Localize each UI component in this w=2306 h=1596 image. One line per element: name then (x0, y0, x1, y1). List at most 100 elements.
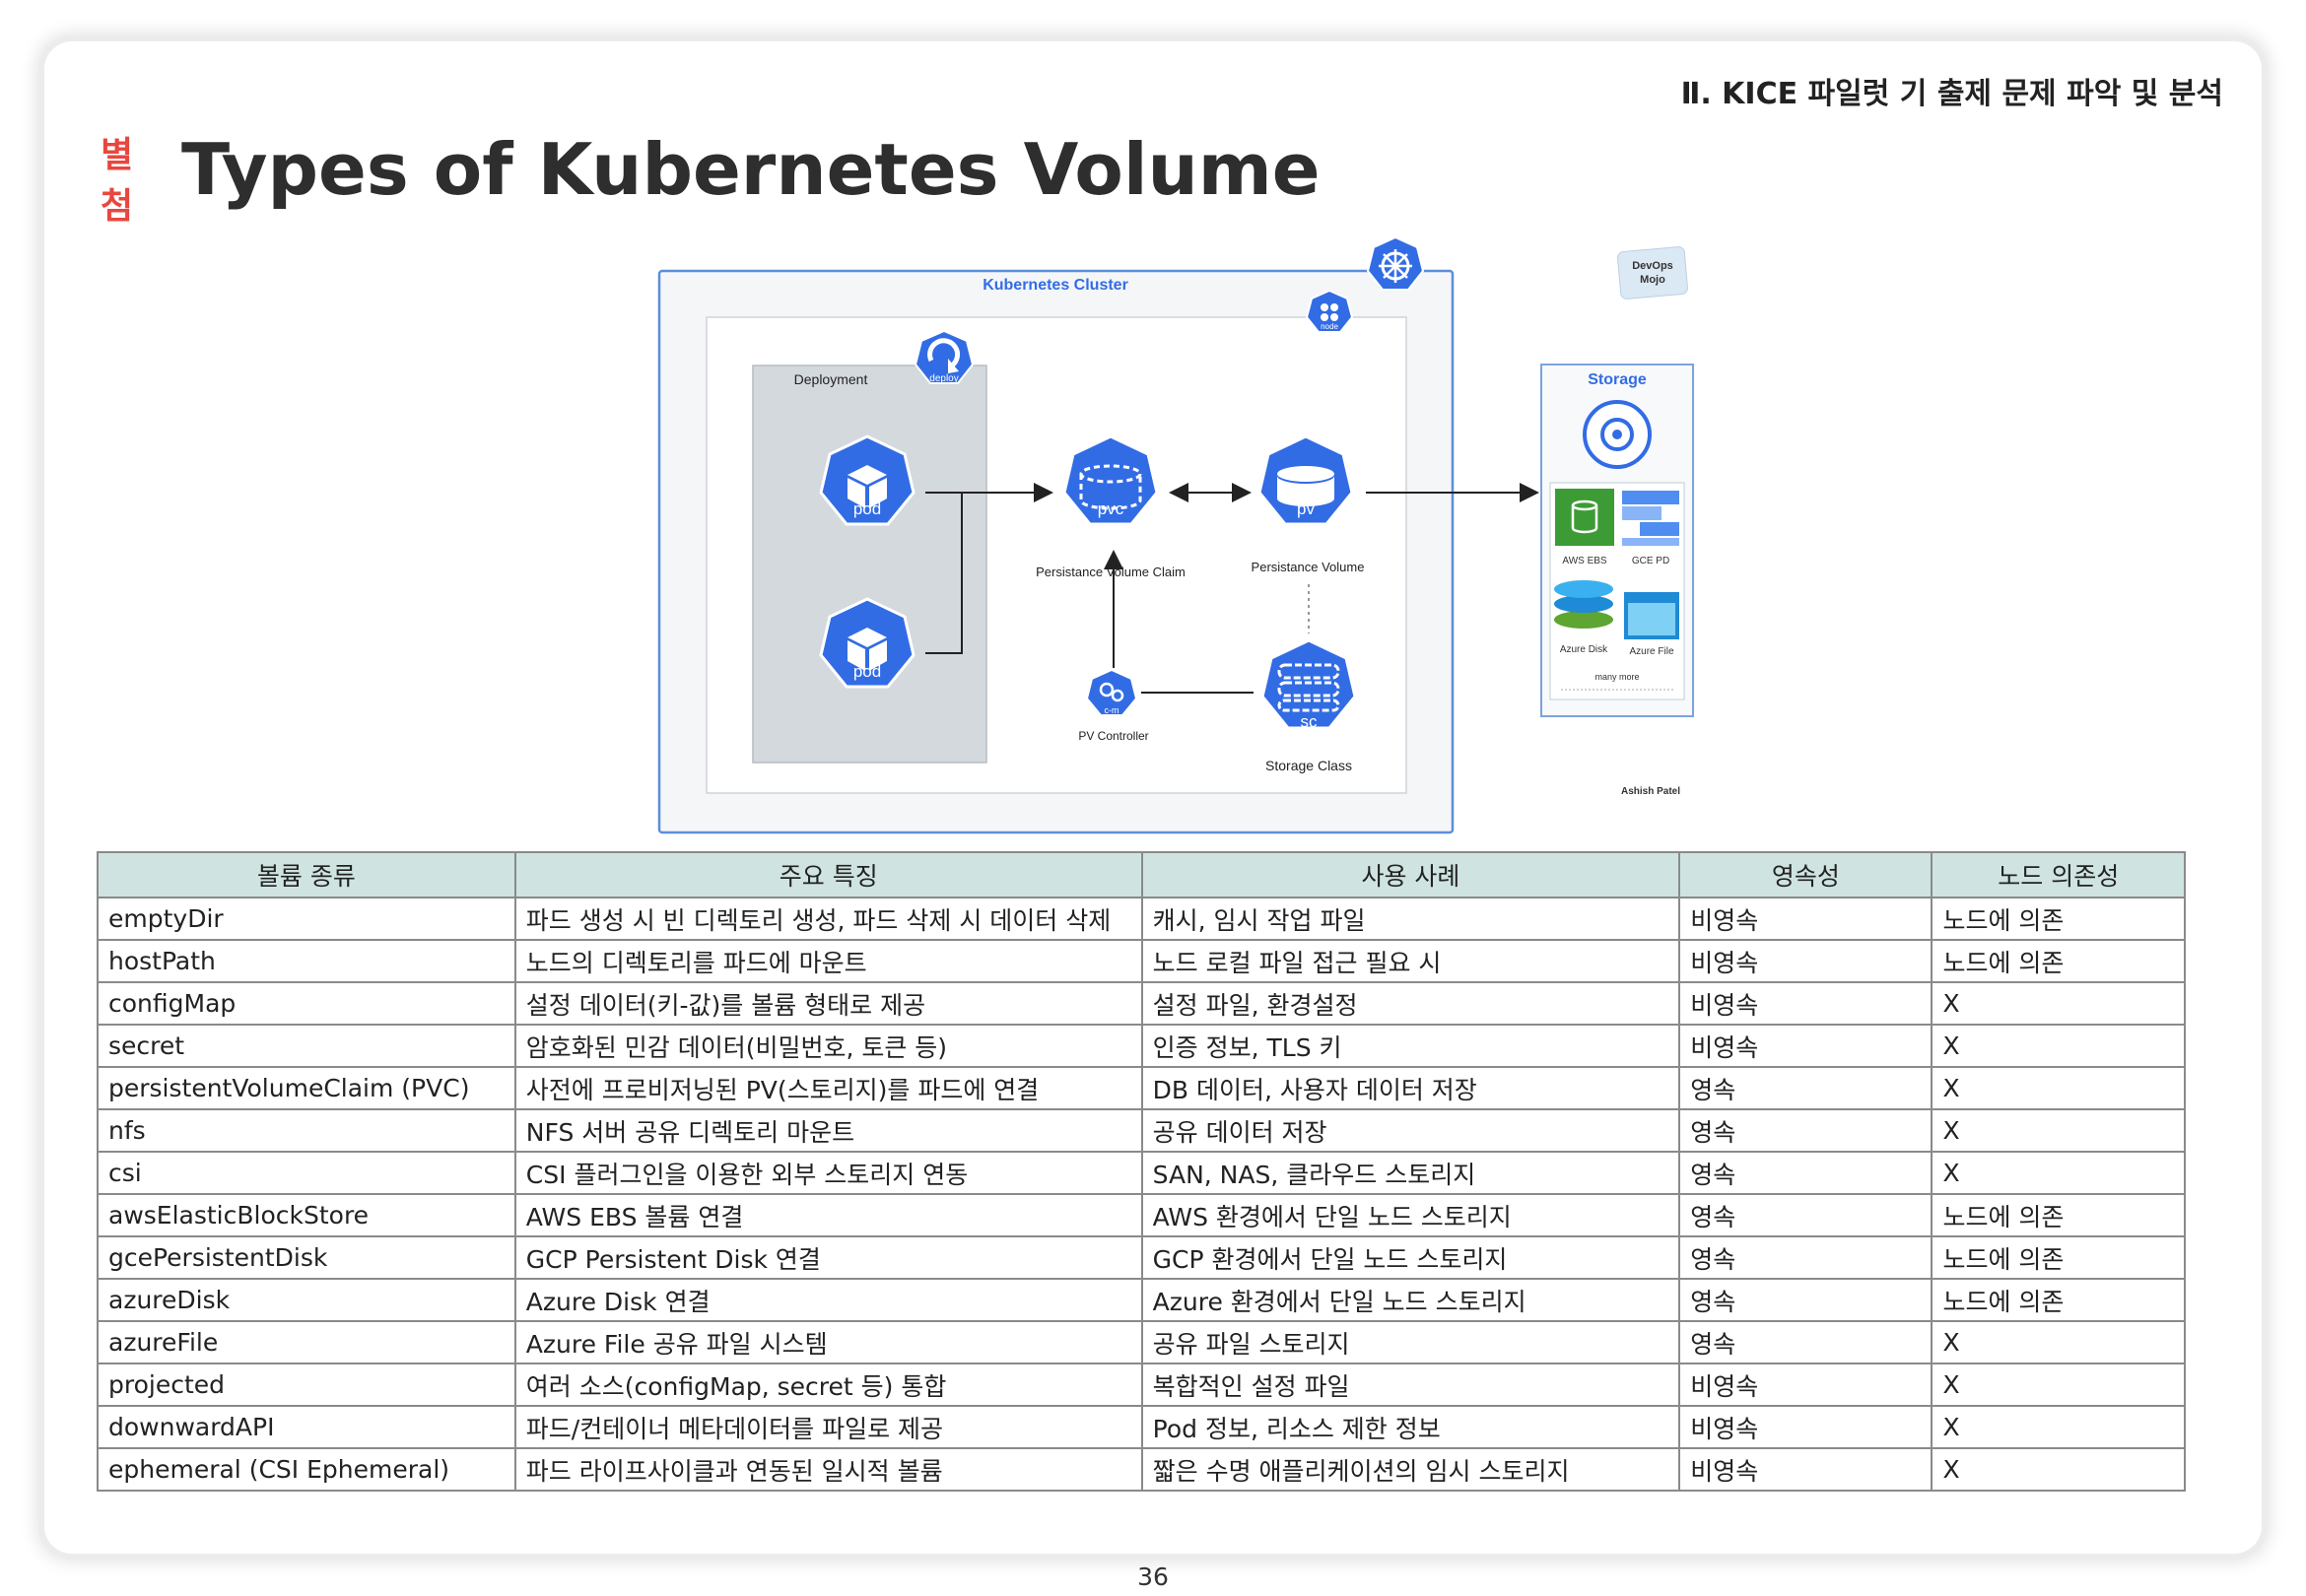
title-badge: 별첨 (101, 135, 134, 227)
cell-use-cases: DB 데이터, 사용자 데이터 저장 (1140, 1066, 1681, 1110)
cell-features: 암호화된 민감 데이터(비밀번호, 토큰 등) (513, 1024, 1143, 1068)
cell-features: Azure File 공유 파일 시스템 (513, 1320, 1143, 1364)
section-label: Ⅱ. KICE 파일럿 기 출제 문제 파악 및 분석 (1680, 77, 2223, 111)
gce-pd-icon (1622, 491, 1679, 546)
cell-volume-type: emptyDir (97, 897, 516, 941)
pvc-caption: Persistance Volume Claim (1036, 565, 1186, 579)
storage-title: Storage (1588, 371, 1647, 388)
cell-volume-type: ephemeral (CSI Ephemeral) (97, 1447, 516, 1492)
cell-use-cases: 노드 로컬 파일 접근 필요 시 (1140, 939, 1681, 983)
pod-icon: pod (819, 597, 916, 689)
cell-persistence: 영속 (1678, 1066, 1933, 1110)
cell-volume-type: csi (97, 1151, 516, 1195)
cell-use-cases: 공유 파일 스토리지 (1140, 1320, 1681, 1364)
azure-file-label: Azure File (1629, 646, 1673, 657)
header-volume-type: 볼륨 종류 (97, 851, 516, 898)
gce-pd-label: GCE PD (1632, 556, 1669, 566)
cell-use-cases: AWS 환경에서 단일 노드 스토리지 (1140, 1193, 1681, 1237)
cell-node-dependency: 노드에 의존 (1931, 939, 2186, 983)
cell-volume-type: projected (97, 1363, 516, 1407)
cell-node-dependency: X (1931, 1363, 2186, 1407)
cell-persistence: 비영속 (1678, 1447, 1933, 1492)
cell-features: 노드의 디렉토리를 파드에 마운트 (513, 939, 1143, 983)
header-use-cases: 사용 사례 (1140, 851, 1681, 898)
cell-volume-type: nfs (97, 1108, 516, 1153)
cell-features: NFS 서버 공유 디렉토리 마운트 (513, 1108, 1143, 1153)
cell-persistence: 영속 (1678, 1151, 1933, 1195)
cell-features: 설정 데이터(키-값)를 볼륨 형태로 제공 (513, 981, 1143, 1026)
cell-node-dependency: 노드에 의존 (1931, 1193, 2186, 1237)
table-row: projected 여러 소스(configMap, secret 등) 통합 … (97, 1363, 2186, 1407)
cell-persistence: 비영속 (1678, 1405, 1933, 1449)
cell-features: Azure Disk 연결 (513, 1278, 1143, 1322)
table-row: awsElasticBlockStore AWS EBS 볼륨 연결 AWS 환… (97, 1193, 2186, 1237)
header-persistence: 영속성 (1678, 851, 1933, 898)
cell-persistence: 비영속 (1678, 981, 1933, 1026)
table-row: secret 암호화된 민감 데이터(비밀번호, 토큰 등) 인증 정보, TL… (97, 1024, 2186, 1068)
sc-caption: Storage Class (1265, 758, 1352, 773)
cell-persistence: 영속 (1678, 1108, 1933, 1153)
cell-features: 파드 생성 시 빈 디렉토리 생성, 파드 삭제 시 데이터 삭제 (513, 897, 1143, 941)
sc-label: sc (1301, 712, 1319, 731)
node-icon-label: node (1321, 322, 1338, 331)
cell-features: 파드 라이프사이클과 연동된 일시적 볼륨 (513, 1447, 1143, 1492)
cell-persistence: 비영속 (1678, 1024, 1933, 1068)
cell-features: GCP Persistent Disk 연결 (513, 1235, 1143, 1280)
header-node-dependency: 노드 의존성 (1931, 851, 2186, 898)
cell-volume-type: awsElasticBlockStore (97, 1193, 516, 1237)
pv-controller-caption: PV Controller (1078, 729, 1148, 743)
page-number: 36 (1137, 1563, 1169, 1591)
table-row: emptyDir 파드 생성 시 빈 디렉토리 생성, 파드 삭제 시 데이터 … (97, 897, 2186, 941)
cell-persistence: 비영속 (1678, 897, 1933, 941)
cell-persistence: 비영속 (1678, 939, 1933, 983)
cell-node-dependency: 노드에 의존 (1931, 1278, 2186, 1322)
cell-volume-type: downwardAPI (97, 1405, 516, 1449)
pod-label: pod (853, 499, 881, 518)
azure-file-icon (1624, 592, 1679, 639)
cell-use-cases: SAN, NAS, 클라우드 스토리지 (1140, 1151, 1681, 1195)
pod-label: pod (853, 662, 881, 681)
cell-use-cases: Azure 환경에서 단일 노드 스토리지 (1140, 1278, 1681, 1322)
cell-node-dependency: X (1931, 1066, 2186, 1110)
deploy-icon-label: deploy (929, 373, 958, 384)
node-icon: node (1305, 289, 1354, 333)
azure-disk-label: Azure Disk (1560, 644, 1608, 655)
cell-features: 파드/컨테이너 메타데이터를 파일로 제공 (513, 1405, 1143, 1449)
cell-node-dependency: X (1931, 1108, 2186, 1153)
cell-use-cases: 설정 파일, 환경설정 (1140, 981, 1681, 1026)
many-more-label: many more (1594, 672, 1639, 682)
cell-persistence: 영속 (1678, 1278, 1933, 1322)
pv-caption: Persistance Volume (1252, 560, 1365, 574)
devops-line1: DevOps (1632, 260, 1673, 272)
cell-persistence: 영속 (1678, 1320, 1933, 1364)
table-row: persistentVolumeClaim (PVC) 사전에 프로비저닝된 P… (97, 1066, 2186, 1110)
cell-use-cases: Pod 정보, 리소스 제한 정보 (1140, 1405, 1681, 1449)
pv-label: pv (1297, 499, 1315, 518)
pvc-label: pvc (1098, 499, 1124, 518)
cell-node-dependency: X (1931, 1024, 2186, 1068)
author-label: Ashish Patel (1621, 786, 1680, 797)
pod-connectors (925, 483, 1053, 654)
cell-use-cases: 공유 데이터 저장 (1140, 1108, 1681, 1153)
deployment-box (752, 365, 987, 764)
controller-manager-icon: c-m (1085, 668, 1138, 716)
cluster-label: Kubernetes Cluster (983, 277, 1128, 294)
cell-use-cases: 인증 정보, TLS 키 (1140, 1024, 1681, 1068)
aws-ebs-icon (1555, 489, 1614, 546)
cell-features: AWS EBS 볼륨 연결 (513, 1193, 1143, 1237)
cell-volume-type: azureDisk (97, 1278, 516, 1322)
devops-line2: Mojo (1640, 274, 1665, 286)
cell-volume-type: configMap (97, 981, 516, 1026)
storage-disk-icon (1583, 400, 1652, 469)
volume-types-table: 볼륨 종류 주요 특징 사용 사례 영속성 노드 의존성 emptyDir 파드… (97, 851, 2186, 1492)
kubernetes-wheel-icon (1366, 235, 1425, 291)
table-row: ephemeral (CSI Ephemeral) 파드 라이프사이클과 연동된… (97, 1447, 2186, 1492)
cell-volume-type: secret (97, 1024, 516, 1068)
table-row: hostPath 노드의 디렉토리를 파드에 마운트 노드 로컬 파일 접근 필… (97, 939, 2186, 983)
cell-features: 사전에 프로비저닝된 PV(스토리지)를 파드에 연결 (513, 1066, 1143, 1110)
cell-node-dependency: 노드에 의존 (1931, 1235, 2186, 1280)
azure-disk-icon (1554, 580, 1613, 629)
cell-node-dependency: X (1931, 981, 2186, 1026)
cell-persistence: 비영속 (1678, 1363, 1933, 1407)
kubernetes-volume-diagram: Kubernetes Cluster node Deployment deplo… (657, 235, 1694, 834)
